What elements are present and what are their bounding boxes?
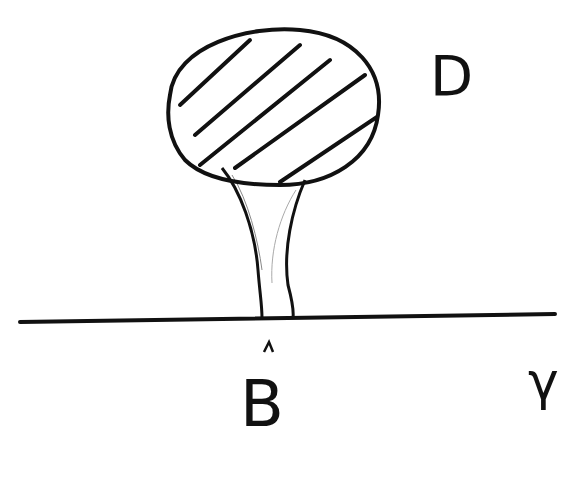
point-label: B [240, 372, 284, 436]
curve-label: γ [528, 355, 559, 407]
region-outline [168, 29, 379, 185]
hatching [180, 40, 380, 182]
region-label: D [430, 48, 473, 104]
point-marker [264, 342, 273, 352]
boundary-curve [20, 314, 555, 322]
neck-shading [232, 175, 262, 270]
neck-outline [222, 168, 262, 318]
neck-shading [272, 190, 296, 283]
